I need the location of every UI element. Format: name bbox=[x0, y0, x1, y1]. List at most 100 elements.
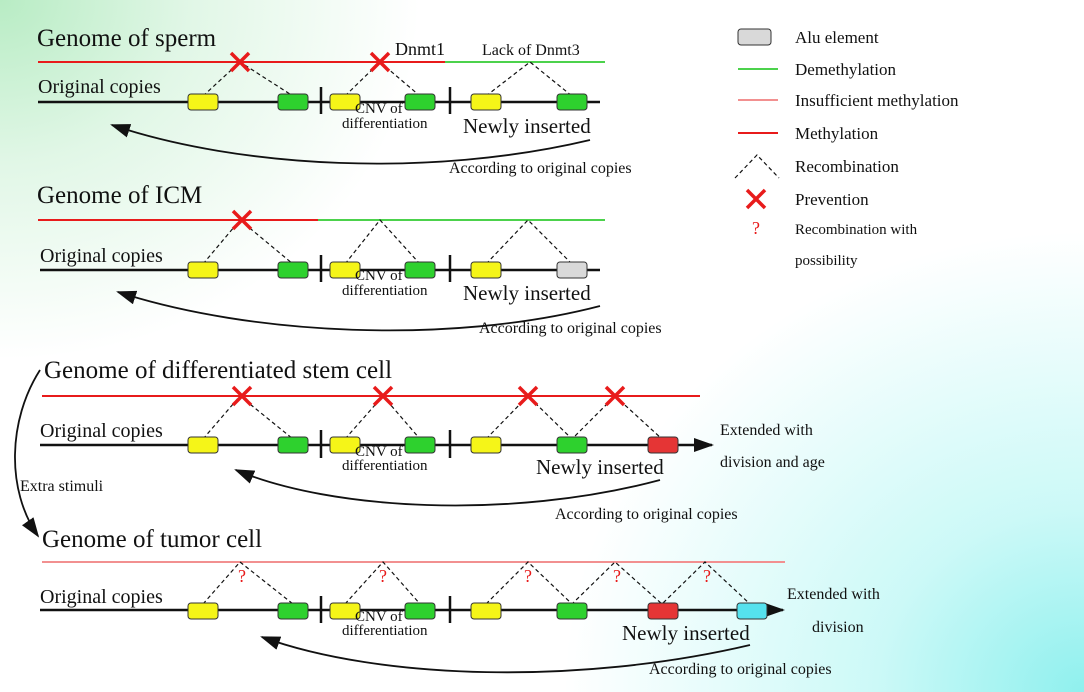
panel-stem-cell: Genome of differentiated stem cell Origi… bbox=[40, 357, 825, 523]
alu-element-grey bbox=[556, 261, 588, 279]
prevention-cross-icon bbox=[231, 385, 253, 407]
recombination-caret bbox=[344, 561, 421, 605]
panel-tumor-cell: Genome of tumor cell Original copies ? ?… bbox=[40, 526, 880, 678]
alu-element-yellow bbox=[187, 93, 219, 111]
possibility-question-icon: ? bbox=[524, 566, 532, 586]
possibility-question-icon: ? bbox=[238, 566, 246, 586]
cnv-label: CNV of bbox=[355, 444, 403, 460]
alu-element-red bbox=[647, 436, 679, 454]
alu-element-green bbox=[277, 602, 309, 620]
according-label: According to original copies bbox=[649, 661, 832, 678]
copy-arrow bbox=[260, 636, 751, 674]
newly-inserted-label: Newly inserted bbox=[463, 281, 591, 305]
alu-element-yellow bbox=[329, 93, 361, 111]
alu-element-green bbox=[277, 436, 309, 454]
alu-element-yellow bbox=[329, 436, 361, 454]
cnv-label-2: differentiation bbox=[342, 458, 428, 474]
alu-element-cyan bbox=[736, 602, 768, 620]
alu-element-yellow bbox=[470, 93, 502, 111]
copy-arrow bbox=[234, 469, 661, 507]
alu-element-green bbox=[404, 261, 436, 279]
alu-element-green bbox=[404, 93, 436, 111]
original-copies-label: Original copies bbox=[38, 76, 161, 98]
possibility-question-icon: ? bbox=[613, 566, 621, 586]
alu-element-green bbox=[556, 93, 588, 111]
copy-arrow bbox=[110, 124, 591, 165]
extended-label-2: division and age bbox=[720, 454, 825, 471]
prevention-cross-icon bbox=[604, 385, 626, 407]
alu-element-green bbox=[277, 93, 309, 111]
legend-label-2: possibility bbox=[795, 253, 858, 269]
panel-title: Genome of tumor cell bbox=[42, 526, 262, 553]
extended-label: Extended with bbox=[720, 422, 813, 439]
alu-element-green bbox=[556, 602, 588, 620]
cnv-label-2: differentiation bbox=[342, 623, 428, 639]
alu-element-yellow bbox=[470, 602, 502, 620]
panel-sperm: Genome of sperm Dnmt1 Lack of Dnmt3 Orig… bbox=[37, 25, 632, 177]
extended-label-2: division bbox=[812, 619, 864, 636]
alu-element-red bbox=[647, 602, 679, 620]
recombination-caret bbox=[485, 561, 751, 605]
legend-label: Recombination bbox=[795, 157, 899, 176]
alu-element-green bbox=[556, 436, 588, 454]
question-icon: ? bbox=[752, 218, 760, 238]
prevention-cross-icon bbox=[372, 385, 394, 407]
alu-element-yellow bbox=[470, 436, 502, 454]
extended-label: Extended with bbox=[787, 586, 880, 603]
possibility-question-icon: ? bbox=[703, 566, 711, 586]
legend: Alu element Demethylation Insufficient m… bbox=[734, 28, 959, 269]
according-label: According to original copies bbox=[555, 506, 738, 523]
legend-item-alu: Alu element bbox=[737, 28, 879, 47]
legend-label: Insufficient methylation bbox=[795, 91, 959, 110]
original-copies-label: Original copies bbox=[40, 420, 163, 442]
prevention-cross-icon bbox=[231, 209, 253, 231]
prevention-cross-icon bbox=[517, 385, 539, 407]
legend-item-prevention: Prevention bbox=[745, 188, 869, 210]
possibility-question-icon: ? bbox=[379, 566, 387, 586]
cnv-label: CNV of bbox=[355, 609, 403, 625]
legend-label: Demethylation bbox=[795, 60, 897, 79]
alu-element-yellow bbox=[187, 261, 219, 279]
panel-title: Genome of differentiated stem cell bbox=[44, 357, 392, 384]
extra-stimuli-connector: Extra stimuli bbox=[14, 369, 104, 538]
extra-stimuli-label: Extra stimuli bbox=[20, 478, 104, 495]
extra-stimuli-arrow bbox=[14, 369, 41, 538]
according-label: According to original copies bbox=[479, 320, 662, 337]
legend-label: Methylation bbox=[795, 124, 879, 143]
legend-item-insufficient: Insufficient methylation bbox=[738, 91, 959, 110]
alu-element-icon bbox=[737, 28, 772, 46]
newly-inserted-label: Newly inserted bbox=[622, 621, 750, 645]
panel-title: Genome of sperm bbox=[37, 25, 217, 52]
prevention-cross-icon bbox=[745, 188, 767, 210]
original-copies-label: Original copies bbox=[40, 245, 163, 267]
recombination-caret bbox=[485, 219, 573, 265]
prevention-cross-icon bbox=[369, 51, 391, 73]
cnv-label: CNV of bbox=[355, 101, 403, 117]
cnv-label: CNV of bbox=[355, 268, 403, 284]
recombination-icon bbox=[734, 154, 780, 179]
alu-element-yellow bbox=[187, 436, 219, 454]
recombination-caret bbox=[344, 219, 421, 265]
newly-inserted-label: Newly inserted bbox=[536, 455, 664, 479]
recombination-caret bbox=[485, 395, 663, 440]
panel-title: Genome of ICM bbox=[37, 182, 202, 209]
cnv-label-2: differentiation bbox=[342, 283, 428, 299]
recombination-caret bbox=[485, 61, 573, 97]
lack-dnmt3-label: Lack of Dnmt3 bbox=[482, 42, 580, 59]
panel-icm: Genome of ICM Original copies CNV of dif… bbox=[37, 182, 662, 337]
recombination-caret bbox=[344, 61, 421, 97]
legend-label: Prevention bbox=[795, 190, 869, 209]
recombination-caret bbox=[202, 561, 294, 605]
alu-element-yellow bbox=[329, 602, 361, 620]
legend-item-recombination: Recombination bbox=[734, 154, 899, 179]
prevention-cross-icon bbox=[229, 51, 251, 73]
cnv-label-2: differentiation bbox=[342, 116, 428, 132]
alu-element-yellow bbox=[470, 261, 502, 279]
dnmt1-label: Dnmt1 bbox=[395, 39, 445, 59]
alu-element-yellow bbox=[187, 602, 219, 620]
alu-element-green bbox=[277, 261, 309, 279]
legend-item-demethylation: Demethylation bbox=[738, 60, 897, 79]
copy-arrow bbox=[116, 290, 601, 332]
